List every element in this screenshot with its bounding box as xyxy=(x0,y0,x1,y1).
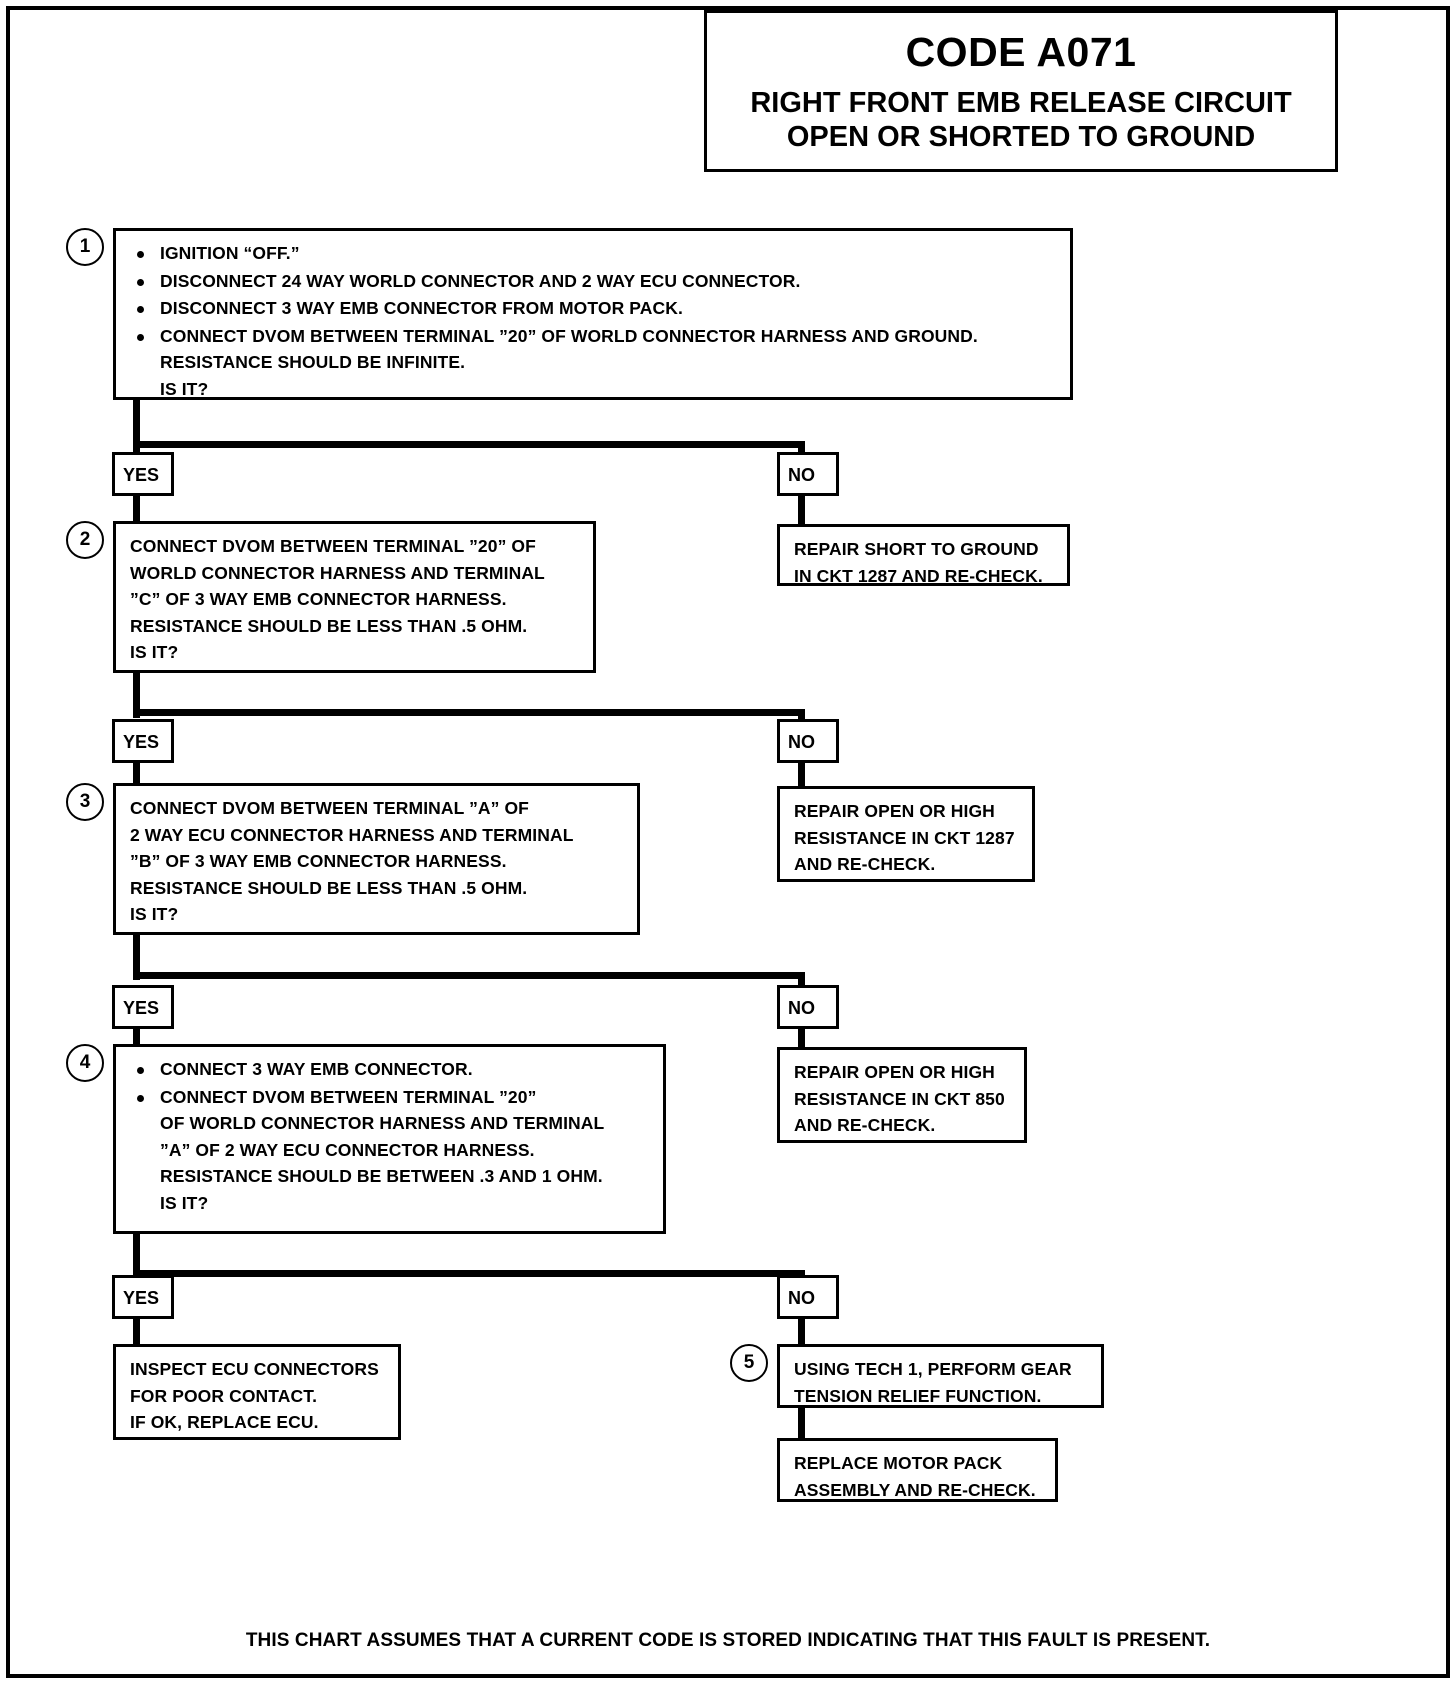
result-open-1287-line-3: AND RE-CHECK. xyxy=(794,854,936,875)
yes-tag-step2: YES xyxy=(112,719,174,763)
result-inspect-ecu-line-3: IF OK, REPLACE ECU. xyxy=(130,1412,319,1433)
subtitle-line-2: OPEN OR SHORTED TO GROUND xyxy=(786,121,1256,154)
connector-step5-to-result xyxy=(798,1408,805,1441)
step-number-2: 2 xyxy=(66,521,104,559)
step-1-bullet-1-line-1: IGNITION “OFF.” xyxy=(160,243,300,263)
step-2-line-2: WORLD CONNECTOR HARNESS AND TERMINAL xyxy=(130,562,545,583)
step-2-line-3: ”C” OF 3 WAY EMB CONNECTOR HARNESS. xyxy=(130,589,507,610)
no-tag-step3: NO xyxy=(777,985,839,1029)
page-border xyxy=(6,6,1450,1678)
step-4-bullet-1-line-1: CONNECT 3 WAY EMB CONNECTOR. xyxy=(160,1059,473,1079)
result-open-1287-line-2: RESISTANCE IN CKT 1287 xyxy=(794,827,1015,848)
connector-no2-to-result xyxy=(798,761,805,789)
subtitle-line-1: RIGHT FRONT EMB RELEASE CIRCUIT xyxy=(750,87,1292,120)
result-short-ground-line-2: IN CKT 1287 AND RE-CHECK. xyxy=(794,565,1043,586)
step-4-bullet-2-line-1: CONNECT DVOM BETWEEN TERMINAL ”20” xyxy=(160,1086,537,1107)
result-open-1287-line-1: REPAIR OPEN OR HIGH xyxy=(794,801,995,821)
result-repair-short-to-ground-box: REPAIR SHORT TO GROUND IN CKT 1287 AND R… xyxy=(777,524,1070,586)
result-short-ground-line-1: REPAIR SHORT TO GROUND xyxy=(794,539,1039,559)
no-tag-step1: NO xyxy=(777,452,839,496)
step-number-1: 1 xyxy=(66,228,104,266)
list-item: DISCONNECT 3 WAY EMB CONNECTOR FROM MOTO… xyxy=(130,295,1058,322)
list-item: IGNITION “OFF.” xyxy=(130,240,1058,267)
step-1-bullet-3-line-1: DISCONNECT 3 WAY EMB CONNECTOR FROM MOTO… xyxy=(160,298,683,319)
result-replace-motor-pack-box: REPLACE MOTOR PACK ASSEMBLY AND RE-CHECK… xyxy=(777,1438,1058,1502)
step-1-bullet-4-line-3: IS IT? xyxy=(160,378,209,399)
result-repair-open-1287-box: REPAIR OPEN OR HIGH RESISTANCE IN CKT 12… xyxy=(777,786,1035,882)
yes-tag-step1: YES xyxy=(112,452,174,496)
list-item: CONNECT DVOM BETWEEN TERMINAL ”20” OF WO… xyxy=(130,1084,651,1217)
result-inspect-ecu-box: INSPECT ECU CONNECTORS FOR POOR CONTACT.… xyxy=(113,1344,401,1440)
step-4-bullet-2-line-5: IS IT? xyxy=(160,1192,209,1213)
result-replace-motor-pack-line-2: ASSEMBLY AND RE-CHECK. xyxy=(794,1479,1036,1500)
step-3-box: CONNECT DVOM BETWEEN TERMINAL ”A” OF 2 W… xyxy=(113,783,640,935)
yes-tag-step3: YES xyxy=(112,985,174,1029)
connector-yes2-to-step3 xyxy=(133,761,140,789)
step-number-5: 5 xyxy=(730,1344,768,1382)
step-2-line-5: IS IT? xyxy=(130,642,179,663)
step-number-4: 4 xyxy=(66,1044,104,1082)
connector-step4-down xyxy=(133,1234,140,1279)
list-item: CONNECT DVOM BETWEEN TERMINAL ”20” OF WO… xyxy=(130,323,1058,403)
result-open-850-line-2: RESISTANCE IN CKT 850 xyxy=(794,1088,1005,1109)
step-4-bullet-2-line-2: OF WORLD CONNECTOR HARNESS AND TERMINAL xyxy=(160,1113,605,1134)
step-4-bullet-2-line-4: RESISTANCE SHOULD BE BETWEEN .3 AND 1 OH… xyxy=(160,1166,603,1187)
step-2-box: CONNECT DVOM BETWEEN TERMINAL ”20” OF WO… xyxy=(113,521,596,673)
connector-step3-branch xyxy=(133,972,805,979)
step-1-bullet-4-line-1: CONNECT DVOM BETWEEN TERMINAL ”20” OF WO… xyxy=(160,325,978,346)
result-replace-motor-pack-line-1: REPLACE MOTOR PACK xyxy=(794,1453,1003,1473)
step-1-bullet-4-line-2: RESISTANCE SHOULD BE INFINITE. xyxy=(160,352,466,373)
step-3-line-3: ”B” OF 3 WAY EMB CONNECTOR HARNESS. xyxy=(130,851,507,872)
connector-no1-to-result xyxy=(798,494,805,527)
step-3-line-2: 2 WAY ECU CONNECTOR HARNESS AND TERMINAL xyxy=(130,824,574,845)
list-item: CONNECT 3 WAY EMB CONNECTOR. xyxy=(130,1056,651,1083)
connector-step3-down xyxy=(133,935,140,980)
step-4-box: CONNECT 3 WAY EMB CONNECTOR. CONNECT DVO… xyxy=(113,1044,666,1234)
step-2-line-4: RESISTANCE SHOULD BE LESS THAN .5 OHM. xyxy=(130,615,528,636)
connector-no3-to-result xyxy=(798,1027,805,1047)
connector-step1-branch xyxy=(133,441,805,448)
footer-note: THIS CHART ASSUMES THAT A CURRENT CODE I… xyxy=(245,1630,1211,1651)
step-4-bullet-2-line-3: ”A” OF 2 WAY ECU CONNECTOR HARNESS. xyxy=(160,1139,535,1160)
title-block: CODE A071 RIGHT FRONT EMB RELEASE CIRCUI… xyxy=(704,10,1338,172)
connector-yes4-to-result xyxy=(133,1317,140,1347)
result-open-850-line-1: REPAIR OPEN OR HIGH xyxy=(794,1062,995,1082)
connector-yes3-to-step4 xyxy=(133,1027,140,1047)
step-3-line-5: IS IT? xyxy=(130,904,179,925)
page-subtitle: RIGHT FRONT EMB RELEASE CIRCUIT OPEN OR … xyxy=(707,86,1335,154)
yes-tag-step4: YES xyxy=(112,1275,174,1319)
list-item: DISCONNECT 24 WAY WORLD CONNECTOR AND 2 … xyxy=(130,268,1058,295)
connector-yes1-to-step2 xyxy=(133,494,140,527)
connector-step4-branch xyxy=(133,1270,805,1277)
step-5-line-1: USING TECH 1, PERFORM GEAR xyxy=(794,1359,1072,1379)
connector-step2-down xyxy=(133,673,140,718)
step-3-line-4: RESISTANCE SHOULD BE LESS THAN .5 OHM. xyxy=(130,877,528,898)
connector-step2-branch xyxy=(133,709,805,716)
connector-step1-down xyxy=(133,400,140,448)
result-inspect-ecu-line-2: FOR POOR CONTACT. xyxy=(130,1385,318,1406)
step-3-line-1: CONNECT DVOM BETWEEN TERMINAL ”A” OF xyxy=(130,798,529,818)
step-5-line-2: TENSION RELIEF FUNCTION. xyxy=(794,1385,1042,1406)
connector-no4-to-step5 xyxy=(798,1317,805,1347)
result-repair-open-850-box: REPAIR OPEN OR HIGH RESISTANCE IN CKT 85… xyxy=(777,1047,1027,1143)
page-title: CODE A071 xyxy=(905,29,1137,75)
result-open-850-line-3: AND RE-CHECK. xyxy=(794,1115,936,1136)
step-1-bullet-2-line-1: DISCONNECT 24 WAY WORLD CONNECTOR AND 2 … xyxy=(160,270,801,291)
step-1-box: IGNITION “OFF.” DISCONNECT 24 WAY WORLD … xyxy=(113,228,1073,400)
step-2-line-1: CONNECT DVOM BETWEEN TERMINAL ”20” OF xyxy=(130,536,536,556)
result-inspect-ecu-line-1: INSPECT ECU CONNECTORS xyxy=(130,1359,379,1379)
step-5-box: USING TECH 1, PERFORM GEAR TENSION RELIE… xyxy=(777,1344,1104,1408)
no-tag-step4: NO xyxy=(777,1275,839,1319)
step-number-3: 3 xyxy=(66,783,104,821)
no-tag-step2: NO xyxy=(777,719,839,763)
